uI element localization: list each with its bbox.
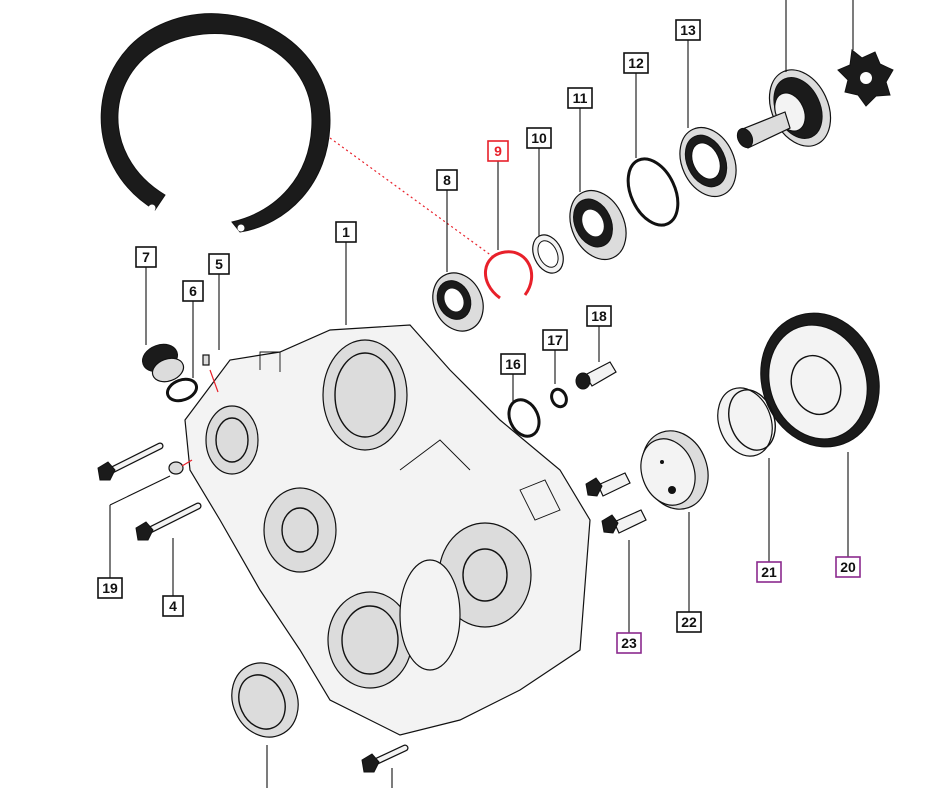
svg-text:1: 1 <box>342 224 350 240</box>
bearing-8 <box>432 272 484 332</box>
callout-21: 21 <box>756 561 782 583</box>
svg-text:23: 23 <box>621 635 637 651</box>
callout-19: 19 <box>97 577 123 599</box>
sleeve-7 <box>142 343 185 383</box>
crank-seal <box>231 662 299 738</box>
callout-20: 20 <box>835 556 861 578</box>
o-ring-6 <box>165 377 199 403</box>
bolt-19 <box>97 442 164 481</box>
cover-plate-22 <box>640 430 709 510</box>
snap-ring-12 <box>626 157 680 227</box>
callout-10: 10 <box>526 127 552 149</box>
svg-text:4: 4 <box>169 598 177 614</box>
svg-text:18: 18 <box>591 308 607 324</box>
callout-17: 17 <box>542 329 568 351</box>
callout-4: 4 <box>162 595 184 617</box>
detail-leader-dotted <box>329 137 493 257</box>
plug-18 <box>575 361 617 390</box>
leader-lines <box>109 0 854 788</box>
callout-5: 5 <box>208 253 230 275</box>
callout-18: 18 <box>586 305 612 327</box>
bearing-11 <box>569 189 627 261</box>
seal-ring-16 <box>507 398 541 438</box>
svg-text:16: 16 <box>505 356 521 372</box>
svg-text:17: 17 <box>547 332 563 348</box>
callout-8: 8 <box>436 169 458 191</box>
svg-text:22: 22 <box>681 614 697 630</box>
retaining-ring-detail <box>100 13 331 233</box>
spacer-ring-10 <box>532 234 564 274</box>
callout-22: 22 <box>676 611 702 633</box>
svg-text:20: 20 <box>840 559 856 575</box>
bolt-4 <box>135 502 202 541</box>
pin-5 <box>202 354 219 393</box>
timing-cover-housing <box>184 324 591 736</box>
callout-16: 16 <box>500 353 526 375</box>
seal-13 <box>679 126 737 198</box>
svg-text:21: 21 <box>761 564 777 580</box>
shaft-gear-top <box>736 69 832 149</box>
svg-text:10: 10 <box>531 130 547 146</box>
ring-21 <box>717 387 776 457</box>
gear-20 <box>760 312 880 448</box>
callout-11: 11 <box>567 87 593 109</box>
callout-1: 1 <box>335 221 357 243</box>
svg-text:11: 11 <box>573 90 588 106</box>
callout-12: 12 <box>623 52 649 74</box>
svg-text:8: 8 <box>443 172 451 188</box>
bolts-23 <box>585 472 647 534</box>
svg-text:13: 13 <box>680 22 696 38</box>
coupling-star <box>837 49 894 107</box>
callout-23: 23 <box>616 632 642 654</box>
washer-17 <box>550 387 568 409</box>
callout-9: 9 <box>487 140 509 162</box>
svg-text:6: 6 <box>189 283 197 299</box>
callout-13: 13 <box>675 19 701 41</box>
callout-6: 6 <box>182 280 204 302</box>
bolt-bottom <box>361 744 409 773</box>
svg-text:5: 5 <box>215 256 223 272</box>
callout-7: 7 <box>135 246 157 268</box>
svg-text:12: 12 <box>628 55 644 71</box>
svg-text:9: 9 <box>494 143 502 159</box>
svg-text:7: 7 <box>142 249 150 265</box>
circlip-9 <box>483 250 534 300</box>
svg-text:19: 19 <box>102 580 118 596</box>
dowel-19 <box>168 459 193 475</box>
